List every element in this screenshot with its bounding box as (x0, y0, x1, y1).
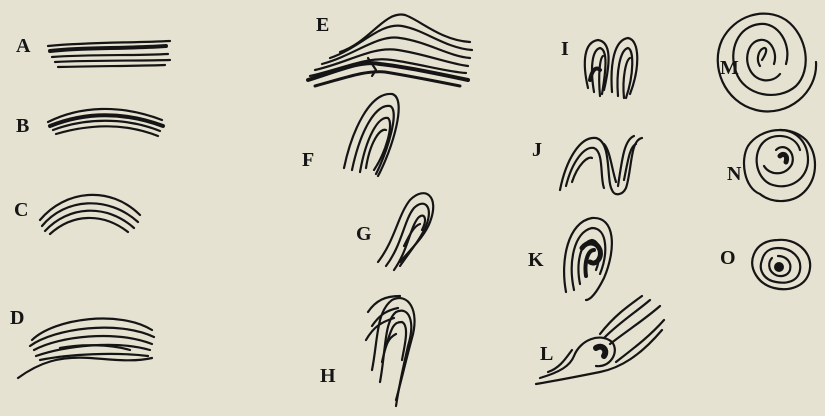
label-c: C (14, 200, 28, 220)
sketch-n (744, 130, 815, 201)
label-b: B (16, 116, 29, 136)
label-g: G (356, 224, 372, 244)
label-i: I (561, 39, 569, 59)
sketch-i (585, 38, 637, 98)
sketch-f (344, 94, 399, 176)
sketch-e (308, 14, 472, 86)
label-o: O (720, 248, 736, 268)
label-d: D (10, 308, 24, 328)
label-e: E (316, 15, 329, 35)
sketch-k (564, 218, 612, 300)
sketch-c (40, 195, 140, 234)
label-a: A (16, 36, 30, 56)
sketch-a (48, 41, 170, 67)
label-k: K (528, 250, 544, 270)
label-f: F (302, 150, 314, 170)
label-j: J (532, 140, 542, 160)
sketch-l (536, 296, 664, 384)
sketch-j (560, 136, 642, 194)
label-n: N (727, 164, 741, 184)
label-m: M (720, 58, 739, 78)
sketch-h (366, 296, 415, 406)
sketch-o (752, 240, 810, 289)
sketch-g (378, 193, 433, 270)
sketch-d (18, 319, 154, 378)
label-l: L (540, 344, 553, 364)
label-h: H (320, 366, 336, 386)
sketch-b (48, 109, 163, 136)
